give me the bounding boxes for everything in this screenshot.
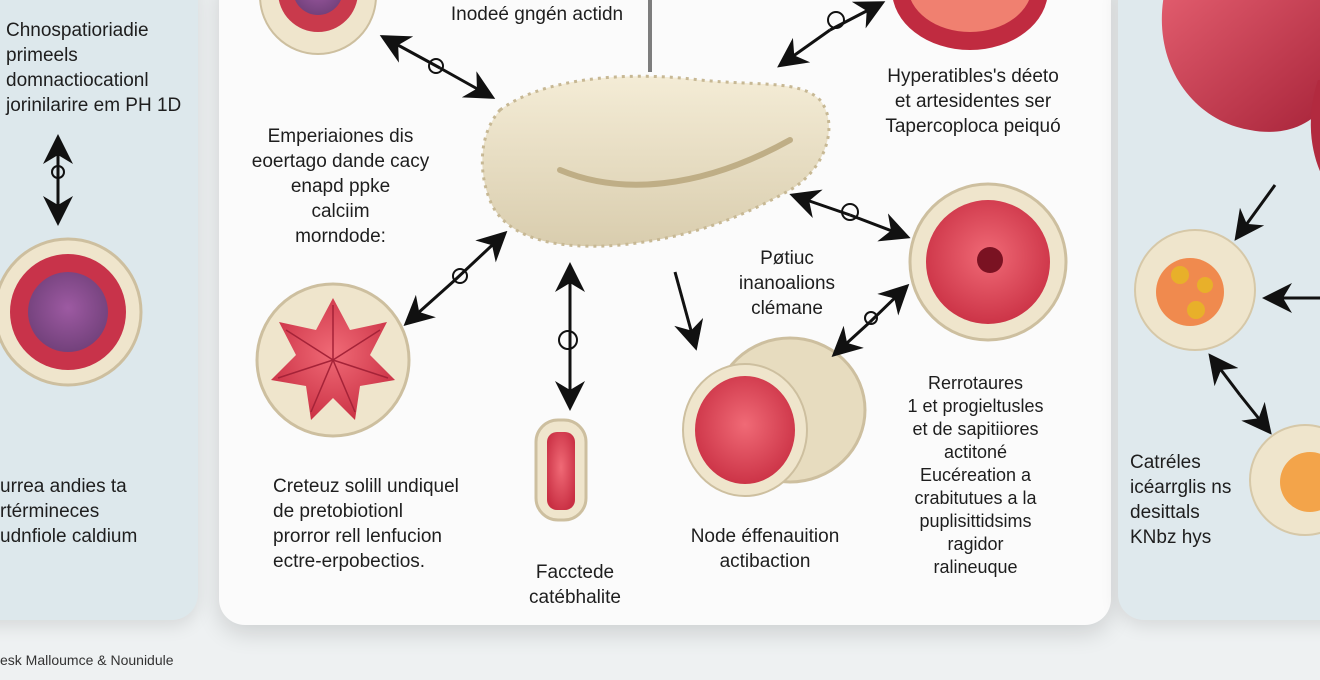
connector-glyphs	[51, 11, 878, 350]
glyph-left	[51, 165, 65, 179]
label-center-bottom-right: Node éffenauition actibaction	[690, 526, 840, 572]
cell-flower-lower	[1249, 424, 1320, 536]
label-top-center: Inodeé gngén actidn	[450, 4, 624, 25]
arrow-flower-a	[1208, 353, 1242, 396]
glyph-topright	[827, 11, 845, 29]
arrow-pancreas-star-a	[453, 230, 508, 282]
arrow-flower-b	[1238, 394, 1272, 435]
label-center-mid: Pøtiuc inanoalions clémane	[738, 248, 836, 319]
cell-top-right	[893, 0, 1047, 50]
label-center-left: Emperiaiones dis eoertago dande cacy ena…	[251, 126, 430, 247]
arrow-diag-a	[868, 283, 910, 324]
footer-credit: esk Malloumce & Nounidule	[0, 652, 174, 668]
arrow-rightcell-a	[789, 189, 851, 219]
label-right-bottom: Rerrotaures 1 et progieltusles et de sap…	[907, 373, 1044, 577]
arrow-topright-a	[829, 1, 886, 32]
capillary-tube	[534, 418, 588, 522]
glyph-topleft	[428, 58, 444, 74]
label-far-right: Catréles icéarrglis ns desittals KNbz hy…	[1130, 452, 1232, 548]
label-right-top: Hyperatibles's déeto et artesidentes ser…	[885, 66, 1061, 137]
cell-flower	[1134, 229, 1256, 351]
cell-left	[0, 237, 143, 387]
arrow-topright-b	[777, 28, 831, 68]
arrow-topleft-b	[439, 66, 496, 99]
top-divider	[648, 0, 652, 72]
cell-cylinder	[682, 336, 867, 497]
cell-star	[255, 282, 411, 438]
cell-right-top	[908, 182, 1068, 342]
label-bottom-left: urrea andies ta rtérmineces udnfiole cal…	[0, 476, 138, 547]
pancreas-shape	[480, 74, 831, 248]
arrow-pancreas-star-b	[403, 278, 456, 326]
arrow-diag-b	[831, 320, 872, 358]
glyph-star	[452, 268, 468, 284]
arrow-cylinder	[673, 271, 704, 351]
label-top-left: Chnospatioriadie primeels domnactiocatio…	[6, 20, 182, 116]
glyph-tube	[558, 330, 578, 350]
cell-top-left	[259, 0, 377, 55]
organ-right	[1161, 0, 1320, 172]
arrow-topleft-a	[379, 35, 441, 70]
glyph-diag	[864, 311, 878, 325]
label-center-bottom-left: Creteuz solill undiquel de pretobiotionl…	[273, 476, 459, 572]
arrow-rightcell-b	[849, 213, 911, 242]
label-center-bottom-mid: Facctede catébhalite	[529, 562, 621, 608]
glyph-rightcell	[841, 203, 859, 221]
arrow-organ-flower	[1234, 184, 1277, 241]
